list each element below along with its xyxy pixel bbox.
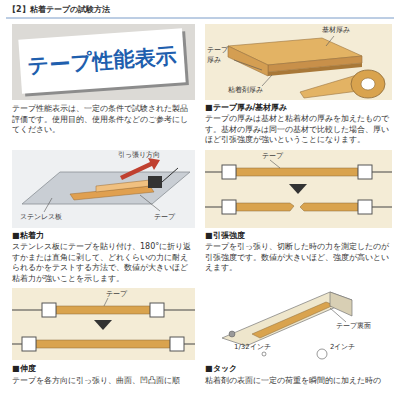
wire (205, 172, 222, 173)
wire (205, 207, 222, 208)
intro-text: テープ性能表示は、一定の条件で試験された製品評価です。使用目的、使用条件などのご… (12, 104, 195, 136)
steel-ball (229, 331, 235, 337)
part-label: テープ (154, 213, 190, 223)
body-text: テープの厚みは基材と粘着材の厚みを加えたものです。基材の厚みは同一の基材で比較し… (205, 114, 392, 146)
clamp (22, 337, 36, 351)
dimension-label: 2インチ (330, 343, 380, 353)
section-caption: ■テープ厚み/基材厚み (205, 103, 392, 114)
wire (184, 344, 195, 345)
tape-roll (351, 70, 385, 98)
clamp (148, 176, 162, 188)
steel-ball (262, 352, 266, 356)
panel-background (205, 150, 392, 228)
clamp (222, 200, 236, 214)
part-label: 引っ張り方向 (118, 151, 188, 161)
leader-line (330, 308, 346, 322)
inclined-plane (222, 292, 352, 346)
base-material-side (228, 46, 268, 76)
clamp (42, 303, 56, 317)
body-text: テープを引っ張り、切断した時の力を測定したのが引張強度です。数値が大きいほど、強… (205, 242, 392, 274)
panel-background (205, 24, 392, 100)
body-text: ステンレス板にテープを貼り付け、180°に折り返すかまたは直角に剥して、どれくら… (12, 242, 195, 284)
part-label: テープ (262, 152, 302, 162)
plane-support (330, 292, 352, 316)
panel-background (12, 24, 195, 100)
wire (12, 344, 22, 345)
panel-background (205, 288, 392, 360)
stainless-plate (22, 172, 190, 204)
broken-tape (236, 203, 294, 211)
wire (372, 207, 392, 208)
wire (12, 310, 42, 311)
dimension-label: 1/32インチ (234, 343, 294, 353)
leader-line (234, 60, 262, 70)
clamp (222, 165, 236, 179)
part-label: テープ (106, 290, 146, 300)
part-label: テープ裏面 (336, 322, 392, 332)
body-text: テープを各方向に引っ張り、曲面、凹凸面に順 (12, 376, 195, 387)
broken-tape (300, 203, 358, 211)
tape-folded (96, 180, 150, 192)
stretched-tape (36, 340, 170, 348)
section-caption: ■引張強度 (205, 231, 392, 242)
panel-background (12, 150, 195, 228)
leader-line (104, 298, 108, 306)
leader-line (270, 160, 280, 168)
wire (372, 172, 392, 173)
section-heading: 【2】粘着テープの試験方法 (8, 5, 110, 16)
clamp (358, 165, 372, 179)
part-label: ステンレス板 (20, 213, 90, 223)
leader-line (326, 36, 334, 46)
pull-direction-arrow (120, 158, 160, 180)
tape-strip (252, 302, 334, 338)
part-label: 基材厚み (322, 26, 382, 36)
section-caption: ■伸度 (12, 364, 195, 375)
panel-background (12, 288, 195, 360)
tape-roll-core (361, 78, 375, 90)
down-arrow (289, 184, 307, 194)
down-arrow (94, 320, 112, 330)
title-card: テープ性能表示 (18, 28, 185, 93)
section-caption: ■タック (205, 364, 392, 375)
adhesive-layer (268, 63, 362, 76)
body-text: 粘着剤の表面に一定の荷重を瞬間的に加えた時の (205, 376, 392, 387)
section-caption: ■粘着力 (12, 231, 195, 242)
header-rule (6, 18, 394, 19)
part-label: テープ厚み (207, 46, 233, 65)
card-title: テープ性能表示 (27, 42, 178, 80)
wire (164, 310, 195, 311)
clamp (358, 200, 372, 214)
pull-wire (162, 168, 178, 182)
leader-line (44, 198, 52, 212)
leader-line (140, 195, 160, 211)
clamp (150, 303, 164, 317)
steel-ball (317, 349, 327, 359)
tape-strip (236, 168, 358, 176)
part-label: 粘着剤厚み (228, 86, 288, 96)
tape-strip (56, 306, 150, 314)
clamp (170, 337, 184, 351)
leader-line (262, 75, 272, 86)
